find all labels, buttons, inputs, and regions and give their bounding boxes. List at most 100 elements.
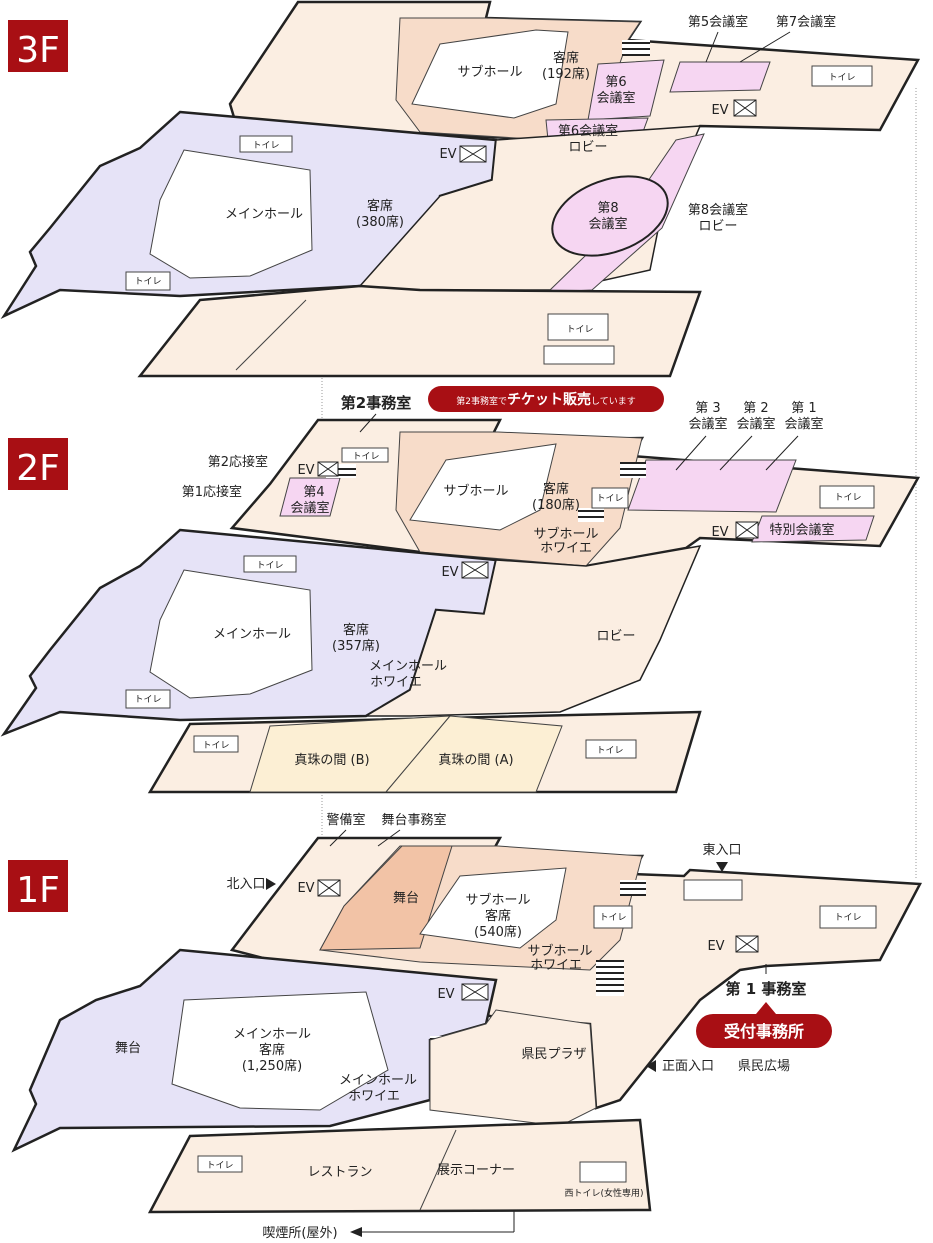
f2-toilet-b-box [591, 487, 629, 509]
f3-toilet-right-box [811, 65, 873, 87]
f2-toilet-b-label: トイレ [596, 494, 623, 504]
f3-toilet-c-box [547, 313, 609, 341]
f1-stairs-a [620, 880, 646, 896]
f2-main-seats: 客席 [343, 622, 369, 638]
f1-main-foyer-b-label: ホワイエ [348, 1089, 400, 1104]
f3-room6 [587, 59, 665, 121]
f1-main-stage-label: 舞台 [115, 1041, 141, 1056]
f1-toilet-a-box [593, 905, 633, 929]
f2-ticket-pill[interactable] [428, 386, 664, 412]
f2-toilet-f-label: トイレ [202, 741, 229, 751]
f2-sub-seats-count: (180席) [532, 497, 580, 513]
f2-room3-label: 第 3 [695, 401, 720, 416]
f2-main-seats-count: (357席) [332, 638, 380, 654]
f3-room8b-label: 会議室 [588, 216, 627, 232]
f1-toilet-a-label: トイレ [599, 913, 626, 923]
f3-room6-label: 第6 [605, 75, 626, 90]
f3-toilet-d-label: トイレ [828, 73, 855, 83]
f2-toilet-d-box [125, 689, 171, 709]
floor-3-badge [8, 20, 68, 72]
f3-main-hall-label: メインホール [225, 207, 303, 222]
floor-3: 3F サブホール 客席 (192席) 第6 会議室 第6会議室 ロビー 第5会議… [0, 0, 921, 378]
f2-toilet-c-box [243, 555, 297, 573]
f3-room8 [551, 175, 669, 257]
f2-ev-x2 [317, 461, 339, 477]
f1-north-arrow [266, 878, 276, 890]
f3-room6-lobby-label: 第6会議室 [558, 123, 618, 139]
floor-2: 2F 第2事務室 第2事務室でチケット販売しています 第2応接室 第1応接室 E… [0, 386, 921, 794]
f2-sub-foyer-label: サブホール [533, 526, 598, 542]
f2-special-room-label: 特別会議室 [769, 522, 834, 538]
f3-room5-7 [669, 61, 771, 93]
f2-main-foyer-label: メインホール [369, 659, 447, 674]
f2-stairs-c [578, 508, 604, 522]
f2-office2-label: 第2事務室 [341, 394, 411, 412]
f3-toilet-a-label: トイレ [252, 141, 279, 151]
f3-room5-label: 第5会議室 [688, 14, 748, 30]
f2-room2-leader [719, 435, 753, 471]
f3-room7-leader [739, 31, 791, 63]
f2-toilet-a-box [341, 447, 389, 463]
f2-main-hall [149, 569, 313, 699]
floor-2-badge [8, 438, 68, 490]
f1-west-toilet-box [579, 1161, 627, 1183]
f3-ev-label: EV [439, 147, 456, 162]
floor-1-badge [8, 860, 68, 912]
f1-front-line [419, 1129, 457, 1211]
f1-office1-label: 第 1 事務室 [726, 980, 807, 998]
f2-room1-label: 第 1 [791, 401, 816, 416]
f1-north-entrance-label: 北入口 [226, 877, 265, 892]
f2-toilet-a-label: トイレ [352, 452, 379, 462]
f3-ev-right-x2 [733, 99, 757, 117]
floor-1: 1F 警備室 舞台事務室 北入口 東入口 EV 舞台 サブホール 客席 (540… [8, 812, 923, 1241]
f1-west-toilet-label: 西トイレ(女性専用) [564, 1187, 643, 1199]
f1-east-entrance-label: 東入口 [702, 842, 741, 858]
f1-main-foyer-label: メインホール [339, 1073, 417, 1088]
f2-pearl-a [384, 715, 563, 793]
f2-ev-label: EV [297, 463, 314, 478]
f1-sub-hall-label: サブホール [465, 892, 530, 908]
f2-toilet-e-box [819, 485, 875, 509]
f1-sub-foyer-label: サブホール [527, 943, 592, 959]
f1-front-arrow [646, 1060, 656, 1072]
f1-main-seats: 客席 [259, 1042, 285, 1058]
f3-toilet-b-box [125, 271, 171, 291]
f1-ev-label: EV [297, 881, 314, 896]
f2-room2-label: 第 2 [743, 401, 768, 416]
f2-sub-seats: 客席 [543, 481, 569, 497]
f2-stairs-b [620, 462, 646, 478]
f1-toilet-b-label: トイレ [206, 1161, 233, 1171]
f2-main-hall-label: メインホール [213, 627, 291, 642]
f1-ev-main-label: EV [437, 987, 454, 1002]
f1-ev-main-x2 [461, 983, 489, 1001]
f1-sub-foyer-b-label: ホワイエ [530, 958, 582, 973]
f3-room8-lobby-label: 第8会議室 [688, 202, 748, 218]
f2-room4 [279, 477, 341, 517]
f3-room7-label: 第7会議室 [776, 14, 836, 30]
f1-main-seats-count: (1,250席) [242, 1058, 302, 1074]
f2-reception2-label: 第2応接室 [208, 454, 268, 470]
f3-main-seats-count: (380席) [356, 214, 404, 230]
f1-ev-right-x2 [735, 935, 759, 953]
f2-room1-leader [765, 435, 799, 471]
f3-sub-hall-label: サブホール [457, 64, 522, 80]
f2-room3b-label: 会議室 [688, 416, 727, 432]
f1-front-entrance-label: 正面入口 [662, 1059, 714, 1074]
floor-3-label: 3F [16, 30, 60, 71]
f1-sub-stage [319, 845, 453, 951]
f2-ev-right-label: EV [711, 525, 728, 540]
f1-smoking-label: 喫煙所(屋外) [262, 1226, 337, 1241]
f3-room8-label: 第8 [597, 201, 618, 216]
f2-room4b-label: 会議室 [290, 500, 329, 516]
f3-main-hall [149, 149, 313, 279]
f1-reception-badge[interactable] [696, 1014, 832, 1048]
f3-sub-seats: 客席 [553, 50, 579, 66]
floor-1-label: 1F [16, 870, 60, 911]
f1-main-hall [171, 991, 389, 1111]
f3-room8-lobby-b-label: ロビー [698, 219, 737, 234]
f1-sub-hall [419, 867, 567, 949]
f1-sub-seats: 客席 [485, 908, 511, 924]
f1-exhibition-label: 展示コーナー [437, 1163, 515, 1178]
f2-rooms123 [627, 459, 797, 513]
